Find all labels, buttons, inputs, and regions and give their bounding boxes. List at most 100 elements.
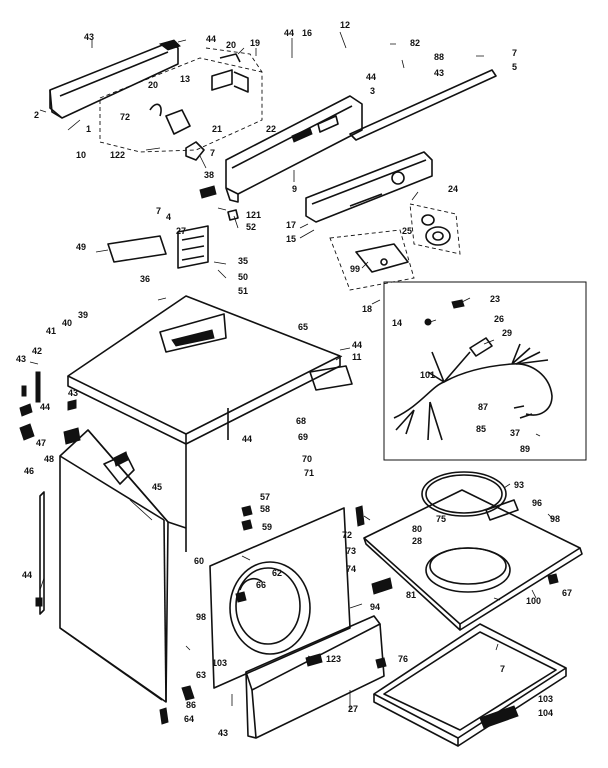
callout-label: 123 — [326, 654, 341, 664]
callout-label: 48 — [44, 454, 54, 464]
side-panel-part — [39, 491, 45, 615]
callout-label: 43 — [218, 728, 228, 738]
callout-label: 27 — [348, 704, 358, 714]
callout-label: 44 — [284, 28, 294, 38]
callout-label: 20 — [148, 80, 158, 90]
callout-label: 15 — [286, 234, 296, 244]
callout-label: 51 — [238, 286, 248, 296]
callout-label: 40 — [62, 318, 72, 328]
harness-inset-box — [383, 281, 587, 461]
callout-label: 44 — [40, 402, 50, 412]
callout-label: 43 — [68, 388, 78, 398]
callout-label: 65 — [298, 322, 308, 332]
callout-label: 39 — [78, 310, 88, 320]
callout-label: 62 — [272, 568, 282, 578]
callout-label: 23 — [490, 294, 500, 304]
callout-label: 4 — [166, 212, 171, 222]
callout-label: 44 — [22, 570, 32, 580]
callout-label: 70 — [302, 454, 312, 464]
callout-label: 74 — [346, 564, 356, 574]
callout-label: 38 — [204, 170, 214, 180]
callout-label: 68 — [296, 416, 306, 426]
callout-label: 7 — [210, 148, 215, 158]
callout-label: 20 — [226, 40, 236, 50]
callout-label: 72 — [120, 112, 130, 122]
callout-label: 19 — [250, 38, 260, 48]
gasket-part — [421, 471, 507, 517]
callout-label: 7 — [512, 48, 517, 58]
callout-label: 121 — [246, 210, 261, 220]
callout-label: 52 — [246, 222, 256, 232]
leader-lines — [29, 31, 555, 710]
callout-label: 81 — [406, 590, 416, 600]
callout-label: 18 — [362, 304, 372, 314]
callout-label: 66 — [256, 580, 266, 590]
callout-label: 26 — [494, 314, 504, 324]
callout-label: 75 — [436, 514, 446, 524]
callout-label: 60 — [194, 556, 204, 566]
front-panel-part — [209, 507, 351, 689]
callout-label: 49 — [76, 242, 86, 252]
callout-label: 45 — [152, 482, 162, 492]
callout-label: 21 — [212, 124, 222, 134]
callout-label: 98 — [196, 612, 206, 622]
callout-label: 5 — [512, 62, 517, 72]
callout-label: 28 — [412, 536, 422, 546]
cabinet-part — [59, 408, 229, 703]
callout-label: 59 — [262, 522, 272, 532]
callout-label: 69 — [298, 432, 308, 442]
callout-label: 57 — [260, 492, 270, 502]
callout-label: 37 — [510, 428, 520, 438]
clip-part — [177, 185, 239, 269]
hinge-part — [103, 451, 135, 485]
callout-label: 44 — [206, 34, 216, 44]
tub-cover-part — [363, 489, 583, 631]
callout-label: 103 — [538, 694, 553, 704]
callout-label: 24 — [448, 184, 458, 194]
callout-label: 43 — [16, 354, 26, 364]
callout-label: 12 — [340, 20, 350, 30]
callout-label: 85 — [476, 424, 486, 434]
callout-label: 43 — [434, 68, 444, 78]
callout-label: 94 — [370, 602, 380, 612]
base-pan-part — [373, 623, 567, 747]
label-11-part — [309, 365, 353, 391]
callout-label: 98 — [550, 514, 560, 524]
callout-label: 7 — [156, 206, 161, 216]
callout-label: 1 — [86, 124, 91, 134]
callout-label: 76 — [398, 654, 408, 664]
callout-label: 44 — [242, 434, 252, 444]
callout-label: 100 — [526, 596, 541, 606]
callout-label: 88 — [434, 52, 444, 62]
callout-label: 63 — [196, 670, 206, 680]
callout-label: 47 — [36, 438, 46, 448]
control-panel-part — [225, 95, 363, 203]
callout-label: 17 — [286, 220, 296, 230]
top-cover-part — [67, 295, 341, 445]
end-cap-part — [49, 39, 181, 119]
switch-part-2 — [149, 103, 191, 135]
callout-label: 64 — [184, 714, 194, 724]
label-plate-part — [107, 235, 167, 263]
callout-label: 11 — [352, 352, 362, 362]
callout-label: 10 — [76, 150, 86, 160]
callout-label: 14 — [392, 318, 402, 328]
bracket-47-part — [19, 423, 35, 441]
callout-label: 22 — [266, 124, 276, 134]
callout-label: 3 — [370, 86, 375, 96]
callout-label: 35 — [238, 256, 248, 266]
callout-label: 80 — [412, 524, 422, 534]
callout-label: 50 — [238, 272, 248, 282]
callout-label: 71 — [304, 468, 314, 478]
callout-label: 44 — [366, 72, 376, 82]
callout-label: 44 — [352, 340, 362, 350]
switch-part — [211, 53, 249, 93]
panel-front-part — [305, 151, 433, 223]
callout-label: 72 — [342, 530, 352, 540]
callout-label: 93 — [514, 480, 524, 490]
callout-label: 7 — [500, 664, 505, 674]
callout-label: 87 — [478, 402, 488, 412]
callout-label: 9 — [292, 184, 297, 194]
callout-label: 36 — [140, 274, 150, 284]
